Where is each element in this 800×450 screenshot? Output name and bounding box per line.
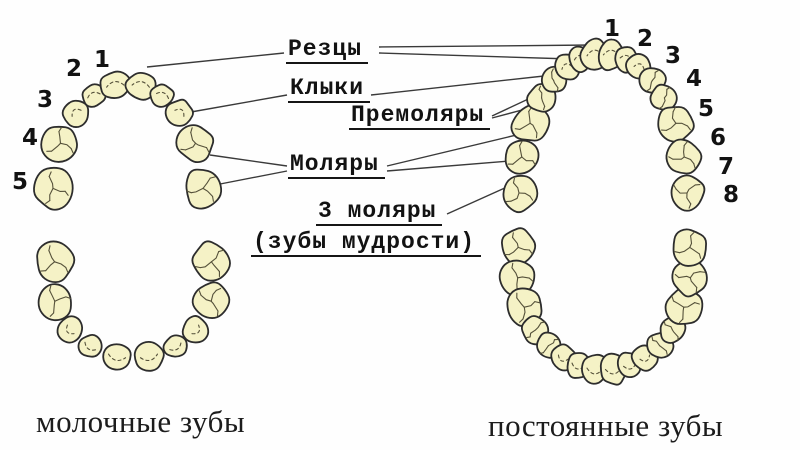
tooth-m3 (502, 174, 539, 214)
connector-molars-left-1 (209, 154, 288, 167)
tooth-c (181, 315, 210, 344)
tooth-number-permanent-7: 7 (718, 154, 734, 180)
tooth-m2 (665, 138, 703, 175)
incisors-label: Резцы (286, 37, 369, 65)
tooth-number-milk-3: 3 (37, 87, 53, 113)
connector-third-molar-right (446, 186, 508, 215)
tooth-m2 (671, 258, 708, 298)
third-molars-note: (зубы мудрости) (251, 230, 482, 258)
tooth-number-milk-4: 4 (22, 125, 38, 151)
tooth-p2 (649, 83, 678, 111)
connector-incisors-right-2 (378, 52, 572, 60)
tooth-m1 (657, 106, 695, 143)
tooth-number-milk-5: 5 (12, 169, 28, 195)
permanent-lower-arch (498, 227, 708, 386)
tooth-m1 (37, 283, 72, 322)
tooth-number-permanent-6: 6 (710, 125, 726, 151)
tooth-number-milk-1: 1 (94, 47, 110, 73)
tooth-number-permanent-5: 5 (698, 96, 714, 122)
tooth-c (164, 98, 194, 127)
tooth-m1 (664, 287, 704, 325)
tooth-number-permanent-4: 4 (686, 66, 702, 92)
permanent-teeth-caption: постоянные зубы (488, 408, 724, 443)
tooth-i1 (133, 340, 165, 372)
connector-molars-left-2 (214, 170, 288, 186)
milk-upper-arch (33, 70, 223, 211)
tooth-i2 (162, 334, 188, 358)
tooth-i1 (102, 343, 132, 371)
tooth-m3 (670, 174, 706, 212)
tooth-m2 (33, 166, 74, 211)
tooth-number-permanent-3: 3 (665, 43, 681, 69)
milk-lower-arch (36, 240, 231, 372)
connector-incisors-left (146, 52, 285, 68)
tooth-m2 (185, 168, 223, 210)
tooth-m2 (191, 240, 231, 282)
tooth-m1 (191, 281, 231, 319)
tooth-m3 (672, 228, 707, 267)
tooth-number-milk-2: 2 (66, 56, 82, 82)
permanent-upper-arch (502, 37, 706, 214)
connector-canines-left (190, 94, 288, 113)
premolars-label: Премоляры (349, 103, 491, 131)
connector-molars-right-1 (386, 131, 530, 167)
canines-label: Клыки (288, 76, 371, 104)
molars-label: Моляры (288, 152, 385, 180)
connector-molars-right-2 (386, 159, 523, 172)
tooth-m2 (504, 139, 540, 175)
connector-canines-right (370, 75, 545, 96)
tooth-m2 (36, 240, 76, 284)
milk-teeth-caption: молочные зубы (36, 404, 246, 439)
tooth-m1 (175, 124, 215, 164)
connector-incisors-right-1 (378, 44, 594, 48)
tooth-number-permanent-8: 8 (723, 182, 739, 208)
tooth-m1 (40, 125, 78, 163)
tooth-i2 (149, 83, 175, 108)
tooth-i2 (77, 333, 103, 358)
tooth-number-permanent-2: 2 (637, 26, 653, 52)
tooth-i1 (124, 71, 157, 101)
tooth-number-permanent-1: 1 (604, 16, 620, 42)
tooth-m3 (501, 227, 537, 266)
tooth-m2 (498, 259, 536, 297)
third-molars-label: 3 моляры (316, 199, 443, 227)
tooth-c (56, 315, 84, 344)
